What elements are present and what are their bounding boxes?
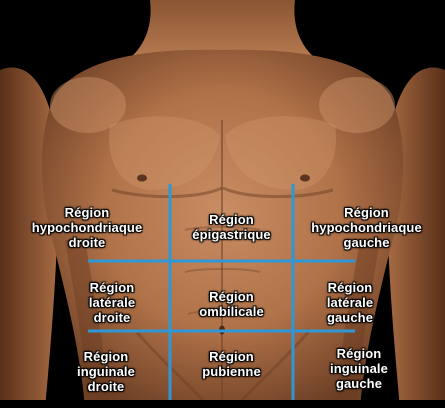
region-label-top-center: Région épigastrique	[170, 210, 293, 244]
region-label-top-right: Région hypochondriaque gauche	[288, 203, 445, 251]
label-line: Région	[209, 289, 254, 304]
label-line: latérale	[327, 295, 373, 310]
left-nipple	[300, 175, 310, 182]
right-nipple	[137, 175, 147, 182]
region-label-bottom-center: Région pubienne	[170, 347, 293, 381]
label-line: Région	[209, 212, 254, 227]
label-line: pubienne	[202, 364, 261, 379]
region-label-middle-center: Région ombilicale	[170, 287, 293, 321]
neck	[130, 0, 315, 58]
region-label-top-left: Région hypochondriaque droite	[2, 203, 172, 251]
label-line: Région	[65, 205, 110, 220]
region-label-middle-left: Région latérale droite	[62, 278, 162, 326]
label-line: Région	[328, 280, 373, 295]
label-line: épigastrique	[192, 227, 271, 242]
label-line: gauche	[327, 310, 373, 325]
label-line: gauche	[336, 376, 382, 391]
label-line: hypochondriaque	[311, 220, 422, 235]
region-label-middle-right: Région latérale gauche	[300, 278, 400, 326]
label-line: latérale	[89, 295, 135, 310]
label-line: inguinale	[330, 361, 388, 376]
label-line: Région	[337, 346, 382, 361]
label-line: Région	[209, 349, 254, 364]
region-label-bottom-left: Région inguinale droite	[52, 347, 160, 395]
label-line: Région	[344, 205, 389, 220]
label-line: ombilicale	[199, 304, 264, 319]
region-label-bottom-right: Région inguinale gauche	[305, 344, 413, 392]
label-line: droite	[88, 379, 125, 394]
label-line: droite	[69, 235, 106, 250]
label-line: Région	[84, 349, 129, 364]
label-line: inguinale	[77, 364, 135, 379]
label-line: gauche	[343, 235, 389, 250]
label-line: Région	[90, 280, 135, 295]
label-line: hypochondriaque	[32, 220, 143, 235]
label-line: droite	[94, 310, 131, 325]
